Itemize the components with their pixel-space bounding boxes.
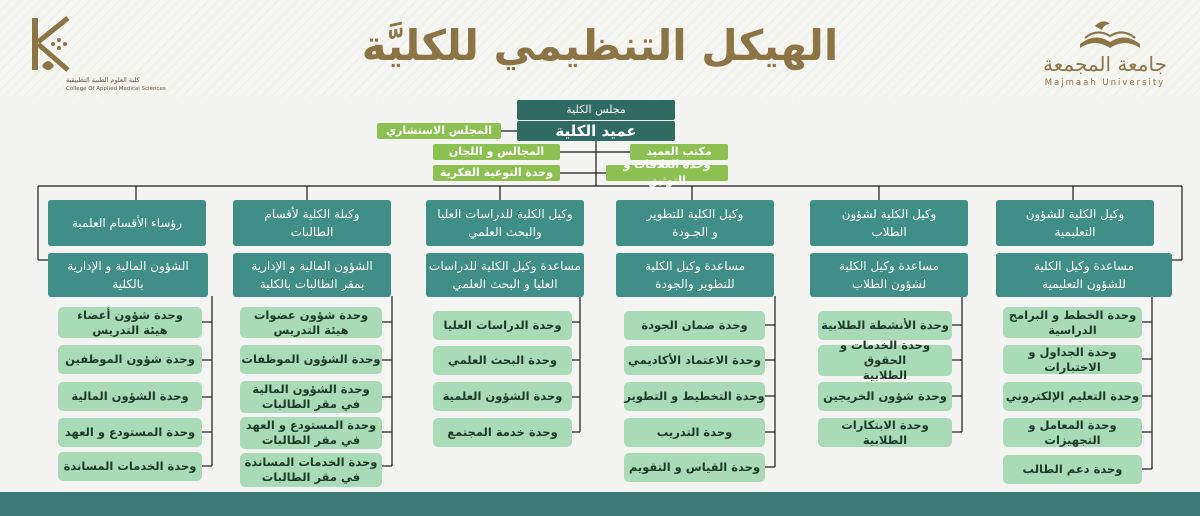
female-admin-box: الشؤون المالية و الإدارية بمقر الطالبات … (233, 253, 391, 297)
header-band (0, 0, 1200, 97)
college-logo-icon (32, 16, 70, 72)
unit-box: وحدة شؤون عضوات هيئة التدريس (240, 307, 382, 338)
book-icon (1080, 21, 1140, 48)
department-heads-box: رؤساء الأقسام العلمية (48, 200, 206, 246)
unit-box: وحدة الجداول و الاختبارات (1003, 345, 1142, 374)
college-name-en: College Of Applied Medical Sciences (66, 86, 166, 92)
unit-box: وحدة الخدمات المساندة في مقر الطالبات (240, 453, 382, 487)
unit-box: وحدة شؤون الموظفين (58, 345, 202, 374)
dean-office-box: مكتب العميد (630, 144, 728, 160)
college-council-box: مجلس الكلية (517, 100, 675, 120)
relations-unit-box: وحدة العلاقات و التوثيق (606, 158, 728, 187)
unit-box: وحدة الأنشطة الطلابية (818, 311, 952, 340)
unit-box: وحدة المستودع و العهد (58, 418, 202, 447)
councils-committees-box: المجالس و اللجان (433, 144, 560, 160)
university-name-ar: جامعة المجمعة (1043, 52, 1167, 76)
vice-dean-educational-box: وكيل الكلية للشؤون التعليمية (996, 200, 1154, 246)
awareness-unit-box: وحدة التوعية الفكرية (433, 165, 560, 181)
unit-box: وحدة الشؤون المالية (58, 382, 202, 411)
advisory-council-box: المجلس الاستشاري (377, 123, 501, 139)
unit-box: وحدة شؤون أعضاء هيئة التدريس (58, 307, 202, 338)
unit-box: وحدة الشؤون الموظفات (240, 345, 382, 374)
college-logo: كلية العلوم الطبية التطبيقية College Of … (20, 12, 166, 92)
vice-dean-graduate-box: وكيل الكلية للدراسات العليا والبحث العلم… (426, 200, 584, 246)
vice-dean-development-box: وكيل الكلية للتطوير و الجـودة (616, 200, 774, 246)
unit-box: وحدة الابتكارات الطلابية (818, 418, 952, 447)
unit-box: وحدة ضمان الجودة (624, 311, 765, 340)
unit-box: وحدة الخدمات و الحقوق الطلابية (818, 338, 952, 382)
unit-box: وحدة الدراسات العليا (433, 311, 572, 340)
unit-box: وحدة شؤون الخريجين (818, 382, 952, 411)
assistant-graduate-box: مساعدة وكيل الكلية للدراسات العليا و الب… (426, 253, 584, 297)
unit-box: وحدة الشؤون العلمية (433, 382, 572, 411)
unit-box: وحدة القياس و التقويم (624, 453, 765, 482)
page-title: الهيكل التنظيمي للكليَّة (361, 21, 839, 70)
unit-box: وحدة الخدمات المساندة (58, 452, 202, 481)
unit-box: وحدة الخطط و البرامج الدراسية (1003, 307, 1142, 338)
assistant-students-box: مساعدة وكيل الكلية لشؤون الطلاب (810, 253, 968, 297)
unit-box: وحدة البحث العلمي (433, 346, 572, 375)
dean-box: عميد الكلية (517, 121, 675, 141)
vice-dean-female-box: وكيلة الكلية لأقسام الطالبات (233, 200, 391, 246)
unit-box: وحدة الاعتماد الأكاديمي (624, 346, 765, 375)
assistant-development-box: مساعدة وكيل الكلية للتطوير والجودة (616, 253, 774, 297)
unit-box: وحدة خدمة المجتمع (433, 418, 572, 447)
footer-band (0, 492, 1200, 516)
college-admin-box: الشؤون المالية و الإدارية بالكلية (48, 253, 208, 297)
assistant-educational-box: مساعدة وكيل الكلية للشؤون التعليمية (996, 253, 1172, 297)
vice-dean-students-box: وكيل الكلية لشؤون الطلاب (810, 200, 968, 246)
header-pattern (0, 0, 1200, 97)
unit-box: وحدة دعم الطالب (1003, 455, 1142, 484)
unit-box: وحدة المعامل و التجهيزات (1003, 418, 1142, 447)
university-logo: جامعة المجمعة Majmaah University (1035, 18, 1175, 88)
unit-box: وحدة المستودع و العهد في مقر الطالبات (240, 417, 382, 449)
unit-box: وحدة الشؤون المالية في مقر الطالبات (240, 381, 382, 413)
unit-box: وحدة التخطيط و التطوير (624, 382, 765, 411)
college-name-ar: كلية العلوم الطبية التطبيقية (66, 76, 140, 84)
university-name-en: Majmaah University (1044, 78, 1166, 88)
unit-box: وحدة التعليم الإلكتروني (1003, 382, 1142, 411)
unit-box: وحدة التدريب (624, 418, 765, 447)
